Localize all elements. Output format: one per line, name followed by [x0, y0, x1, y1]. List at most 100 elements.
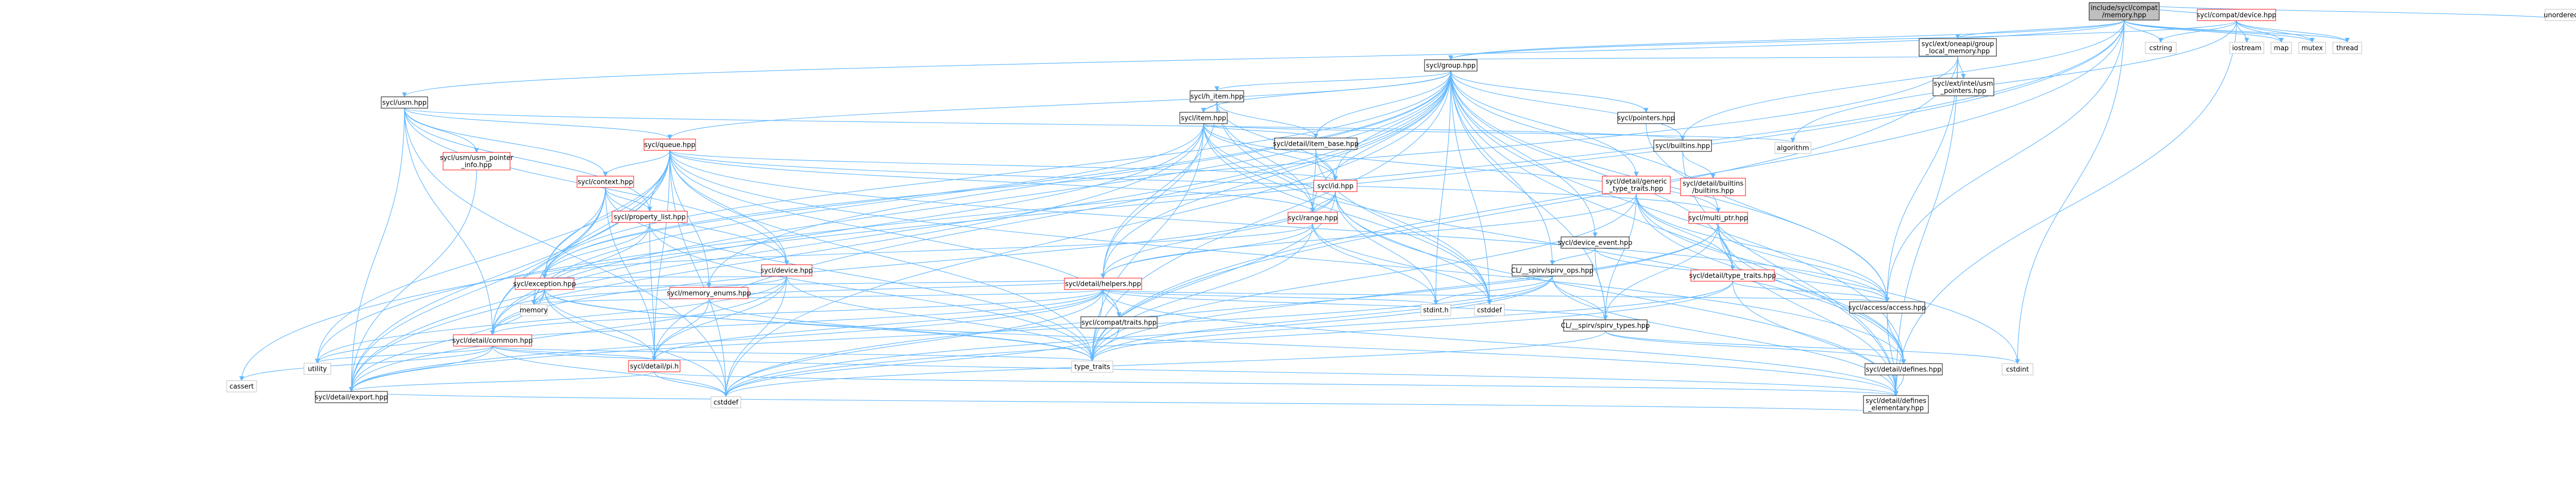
edge-access-to-detail_defines: [1887, 313, 1906, 364]
node-box-usm: [381, 96, 428, 109]
edge-spirv_ops-to-type_traits: [1090, 276, 1553, 362]
edge-usm-to-detail_common: [404, 108, 495, 335]
edge-item-to-id: [1203, 123, 1338, 181]
edge-root-to-builtins: [1680, 20, 2125, 141]
node-item[interactable]: sycl/item.hpp: [1179, 112, 1228, 124]
node-compat_device[interactable]: sycl/compat/device.hpp: [2197, 9, 2277, 21]
node-root[interactable]: include/sycl/compat/memory.hpp: [2089, 2, 2160, 21]
node-box-thread: [2332, 42, 2362, 54]
edge-queue-to-cstddef: [669, 150, 728, 397]
node-range[interactable]: sycl/range.hpp: [1287, 212, 1338, 224]
edge-property_list-to-exception: [542, 222, 650, 279]
node-box-access: [1849, 301, 1925, 314]
edge-detail_helpers-to-defines_elementary: [1103, 289, 1899, 396]
node-type_traits: type_traits: [1071, 361, 1113, 373]
edge-item-to-algorithm: [1203, 123, 1795, 143]
node-defines_elementary[interactable]: sycl/detail/defines_elementary.hpp: [1863, 395, 1929, 414]
edge-compat_device-to-algorithm: [1790, 20, 2237, 143]
node-item_base[interactable]: sycl/detail/item_base.hpp: [1273, 138, 1359, 150]
node-property_list[interactable]: sycl/property_list.hpp: [612, 211, 688, 223]
node-detail_common[interactable]: sycl/detail/common.hpp: [452, 334, 533, 347]
edge-compat_device-to-cstring: [2158, 20, 2237, 43]
edge-detail_common-to-export: [349, 346, 493, 392]
node-nd_item[interactable]: sycl/h_item.hpp: [1190, 90, 1244, 102]
node-pi_h[interactable]: sycl/detail/pi.h: [628, 360, 681, 372]
node-context[interactable]: sycl/context.hpp: [577, 176, 634, 188]
edge-type_traits_detail-to-cstddef: [723, 281, 1733, 397]
node-multi_ptr[interactable]: sycl/multi_ptr.hpp: [1688, 212, 1748, 224]
node-group[interactable]: sycl/group.hpp: [1424, 59, 1478, 72]
node-label-memory_enums: sycl/memory_enums.hpp: [667, 290, 751, 298]
node-type_traits_detail[interactable]: sycl/detail/type_traits.hpp: [1689, 269, 1776, 282]
node-label-utility: utility: [308, 366, 327, 373]
node-detail_defines[interactable]: sycl/detail/defines.hpp: [1865, 363, 1943, 375]
edge-memory_enums-to-type_traits: [708, 298, 1095, 362]
node-id[interactable]: sycl/id.hpp: [1313, 180, 1358, 192]
node-group_local_memory[interactable]: sycl/ext/oneapi/group_local_memory.hpp: [1919, 38, 1997, 57]
node-box-detail_common: [453, 334, 532, 347]
node-queue[interactable]: sycl/queue.hpp: [643, 139, 696, 151]
edge-queue-to-memory: [531, 150, 670, 305]
node-spirv_types[interactable]: CL/__spirv/spirv_types.hpp: [1561, 319, 1650, 332]
edge-multi_ptr-to-detail_defines: [1718, 223, 1906, 364]
edge-root-to-mutex: [2124, 20, 2315, 43]
edge-queue-to-type_traits: [669, 150, 1095, 362]
node-access[interactable]: sycl/access/access.hpp: [1849, 301, 1926, 314]
edge-multi_ptr-to-access: [1718, 223, 1890, 302]
node-usm[interactable]: sycl/usm.hpp: [381, 96, 428, 109]
edge-group-to-detail_helpers: [1100, 71, 1451, 279]
edge-queue-to-pi_h: [652, 150, 670, 361]
node-label-property_list: sycl/property_list.hpp: [614, 214, 686, 221]
edge-type_traits_detail-to-type_traits: [1090, 281, 1733, 362]
edge-item-to-export: [349, 123, 1204, 392]
edge-generic_type_traits-to-access: [1636, 193, 1890, 302]
node-memory: memory: [520, 304, 548, 316]
node-compat_traits[interactable]: sycl/compat/traits.hpp: [1080, 316, 1158, 329]
edge-range-to-stdint: [1312, 223, 1438, 305]
node-builtins[interactable]: sycl/builtins.hpp: [1653, 140, 1712, 152]
edge-type_traits_detail-to-access: [1732, 281, 1890, 302]
node-detail_helpers[interactable]: sycl/detail/helpers.hpp: [1064, 278, 1142, 290]
edge-exception-to-detail_common: [490, 289, 545, 335]
node-box-cstddef_std: [1474, 304, 1505, 316]
edge-queue-to-memory_enums: [669, 150, 711, 288]
edge-range-to-exception: [542, 223, 1313, 279]
node-detail_builtins[interactable]: sycl/detail/builtins/builtins.hpp: [1680, 178, 1746, 196]
node-box-cstring: [2145, 42, 2177, 54]
edge-root-to-cassert: [239, 20, 2125, 381]
edge-group-to-pointers: [1450, 71, 1649, 113]
edge-context-to-export: [349, 187, 606, 392]
edge-device-to-type_traits: [786, 276, 1095, 362]
edge-device-to-cstddef: [723, 276, 787, 397]
dependency-nodes: include/sycl/compat/memory.hpp sycl/ext/o…: [226, 2, 2576, 414]
node-pointers[interactable]: sycl/pointers.hpp: [1617, 112, 1675, 124]
node-box-detail_helpers: [1064, 278, 1142, 290]
node-export[interactable]: sycl/detail/export.hpp: [315, 391, 388, 403]
node-device[interactable]: sycl/device.hpp: [760, 264, 813, 277]
edge-property_list-to-memory: [531, 222, 650, 305]
node-intel_usm_pointers[interactable]: sycl/ext/intel/usm_pointers.hpp: [1933, 78, 1994, 96]
edge-spirv_ops-to-cstddef: [723, 276, 1553, 397]
edge-item-to-item_base: [1203, 123, 1318, 139]
node-box-builtins: [1653, 140, 1712, 152]
node-map: map: [2270, 42, 2292, 54]
edge-root-to-group_local_memory: [1955, 20, 2125, 39]
edge-compat_traits-to-cstddef: [723, 328, 1120, 397]
node-box-compat_traits: [1080, 316, 1158, 329]
node-box-type_traits: [1071, 361, 1113, 373]
edge-nd_item-to-item: [1201, 101, 1217, 113]
node-box-cstdlib: [2002, 363, 2033, 375]
node-exception[interactable]: sycl/exception.hpp: [513, 278, 576, 290]
node-usm_pointer_info[interactable]: sycl/usm/usm_pointer_info.hpp: [440, 152, 514, 170]
edge-compat_device-to-defines_elementary: [1893, 20, 2237, 396]
edge-item-to-exception: [542, 123, 1204, 279]
node-memory_enums[interactable]: sycl/memory_enums.hpp: [667, 287, 751, 299]
node-spirv_ops[interactable]: CL/__spirv/spirv_ops.hpp: [1511, 264, 1594, 277]
node-label-defines_elementary: _elementary.hpp: [1868, 405, 1924, 413]
node-label-cstddef: cstddef: [714, 399, 739, 407]
node-device_event[interactable]: sycl/device_event.hpp: [1558, 236, 1633, 249]
edge-pi_h-to-defines_elementary: [654, 371, 1898, 396]
node-generic_type_traits[interactable]: sycl/detail/generic_type_traits.hpp: [1602, 176, 1671, 194]
edge-exception-to-type_traits: [544, 289, 1095, 362]
node-box-root: [2089, 2, 2160, 21]
